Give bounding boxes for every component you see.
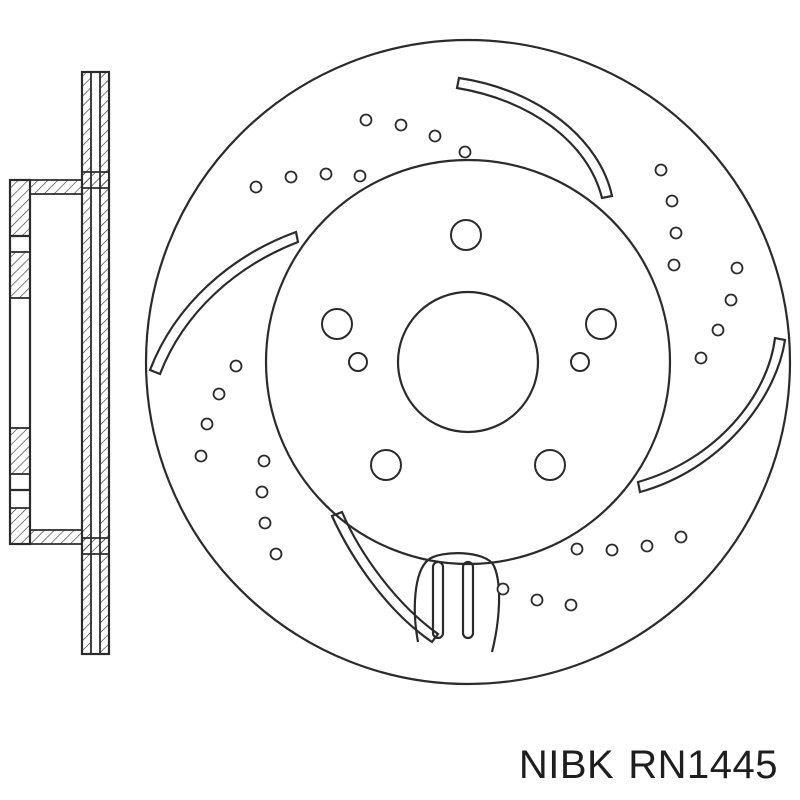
hat-flange-bottom: [81, 537, 110, 555]
hat-face-outline: [8, 178, 32, 546]
drilled-hole: [674, 530, 688, 544]
wear-indicator-tab: [413, 552, 501, 653]
hub-circle: [264, 158, 672, 566]
locating-hole: [570, 352, 590, 372]
drilled-hole: [605, 543, 619, 557]
drilled-hole: [249, 180, 263, 194]
friction-ring-outer-plate: [81, 71, 92, 655]
slot-groove: [455, 76, 614, 200]
drilled-hole: [319, 167, 333, 181]
disc-outer-edge: [144, 38, 792, 686]
drilled-hole: [564, 598, 578, 612]
hat-top-wall: [9, 179, 83, 237]
hat-face-hatch-1: [9, 251, 31, 299]
hat-bottom-wall: [9, 507, 83, 545]
drilled-hole: [724, 293, 738, 307]
drilled-hole: [458, 145, 472, 159]
drilled-hole: [665, 194, 679, 208]
hat-flange-top: [81, 171, 110, 189]
slot-groove: [148, 230, 300, 376]
drilled-hole: [496, 582, 510, 596]
friction-ring-outline: [80, 70, 111, 656]
tab-slot: [431, 560, 445, 640]
drilled-hole: [255, 485, 269, 499]
disc-side-section: [8, 70, 111, 656]
drilled-hole: [654, 163, 668, 177]
drilled-hole: [269, 547, 283, 561]
hat-face-hatch-2: [9, 427, 31, 475]
drilled-hole: [694, 351, 708, 365]
drilled-holes: [194, 113, 744, 612]
drilled-hole: [194, 449, 208, 463]
drilled-hole: [669, 226, 683, 240]
drilled-hole: [258, 516, 272, 530]
locating-hole: [348, 352, 368, 372]
lug-hole: [370, 449, 402, 481]
drilled-hole: [284, 170, 298, 184]
drilled-hole: [570, 542, 584, 556]
lug-hole: [585, 308, 617, 340]
drilled-hole: [640, 539, 654, 553]
drilled-hole: [229, 359, 243, 373]
drilled-hole: [711, 323, 725, 337]
lug-hole: [321, 308, 353, 340]
drilled-hole: [667, 258, 681, 272]
drilled-hole: [394, 118, 408, 132]
lug-hole: [450, 219, 482, 251]
drilled-hole: [359, 113, 373, 127]
lug-hole: [534, 449, 566, 481]
brand-name: NIBK: [518, 743, 615, 787]
disc-front-view: [144, 38, 792, 686]
drilled-hole: [530, 593, 544, 607]
drilled-hole: [212, 387, 226, 401]
drilled-hole: [428, 129, 442, 143]
part-number: RN1445: [628, 743, 778, 787]
drilled-hole: [353, 169, 367, 183]
friction-ring-inner-plate: [99, 71, 110, 655]
drilled-hole: [257, 454, 271, 468]
drilled-hole: [730, 261, 744, 275]
center-bore: [396, 290, 540, 434]
slot-groove: [330, 510, 440, 644]
tab-slot: [461, 560, 475, 640]
drilled-hole: [200, 417, 214, 431]
slot-groove: [636, 336, 787, 494]
product-caption: NIBK RN1445: [519, 743, 778, 788]
